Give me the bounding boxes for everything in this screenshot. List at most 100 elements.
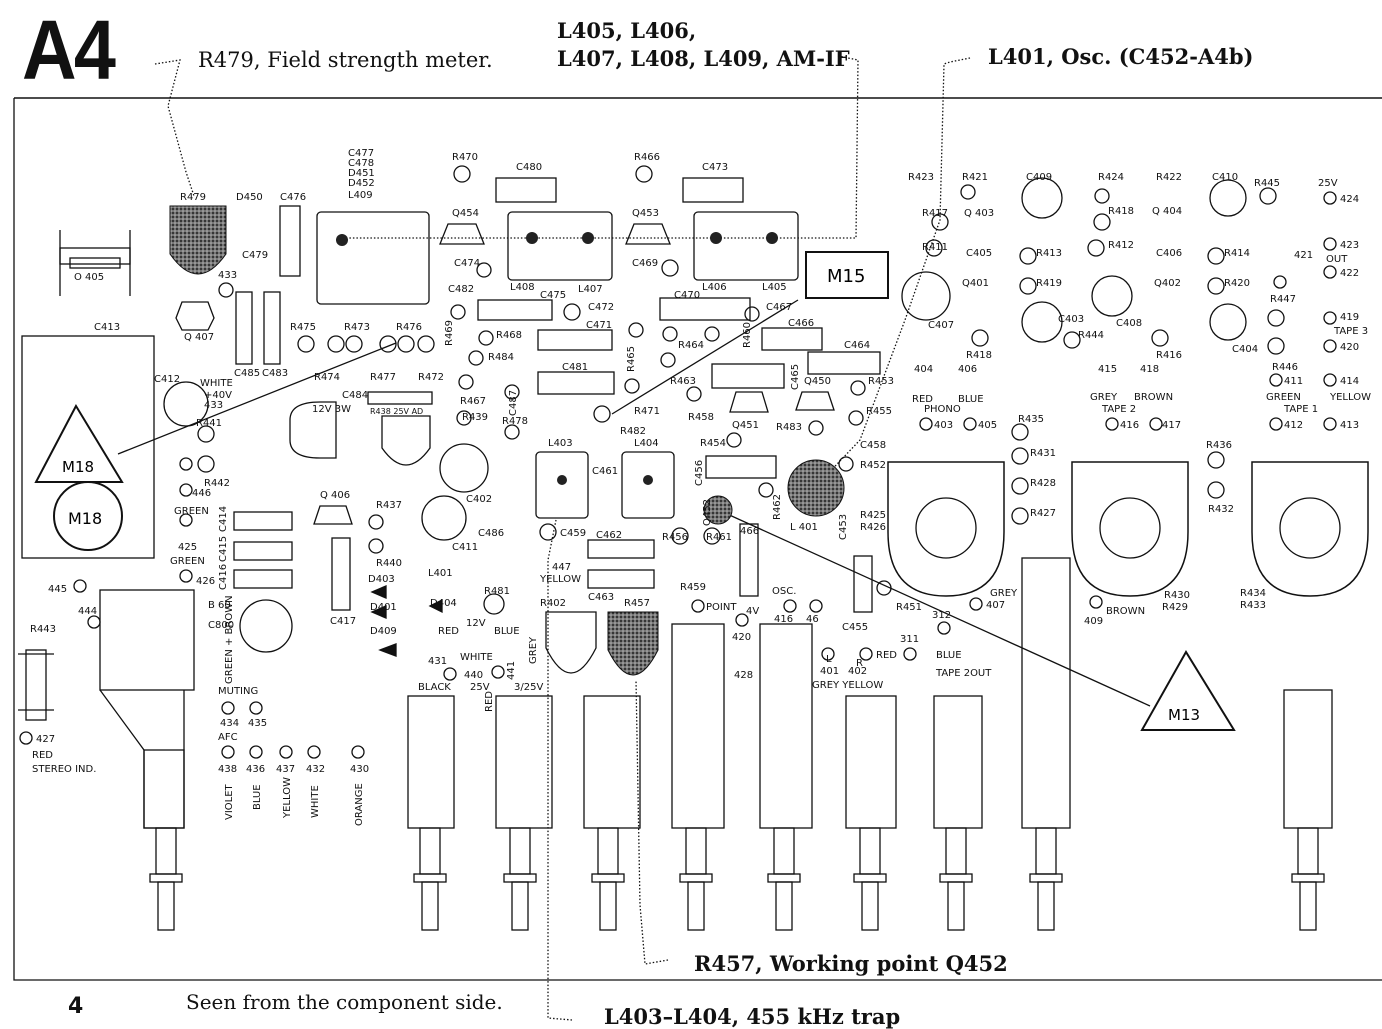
label-red2: RED xyxy=(876,650,897,661)
label-q407: Q 407 xyxy=(184,332,214,343)
socket-phono xyxy=(887,461,1005,597)
label-v40: +40V xyxy=(204,390,232,401)
label-black: BLACK xyxy=(418,682,451,693)
label-c414: C414 xyxy=(218,506,229,532)
label-q453: Q453 xyxy=(632,208,659,219)
label-r466: R466 xyxy=(634,152,660,163)
label-c470: C470 xyxy=(674,290,700,301)
label-white3: WHITE xyxy=(310,785,321,818)
label-c480: C480 xyxy=(516,162,542,173)
m15-label: M15 xyxy=(827,266,865,287)
label-n444: 444 xyxy=(78,606,97,617)
label-r458: R458 xyxy=(688,412,714,423)
label-r470: R470 xyxy=(452,152,478,163)
label-d401: D401 xyxy=(370,602,397,613)
label-c455: C455 xyxy=(842,622,868,633)
label-n420: 420 xyxy=(732,632,751,643)
label-green-brown: GREEN + BROWN xyxy=(224,595,235,684)
label-r457: R457 xyxy=(624,598,650,609)
label-out: OUT xyxy=(1326,254,1348,265)
label-n436: 436 xyxy=(246,764,265,775)
label-c453: C453 xyxy=(838,514,849,540)
label-c409: C409 xyxy=(1026,172,1052,183)
label-n446: 446 xyxy=(192,488,211,499)
label-n402: 402 xyxy=(848,666,867,677)
label-r418a: R418 xyxy=(1108,206,1134,217)
label-r464: R464 xyxy=(678,340,704,351)
label-yellow2: YELLOW xyxy=(282,777,293,819)
label-n415: 415 xyxy=(1098,364,1117,375)
label-r427: R427 xyxy=(1030,508,1056,519)
label-c467: C467 xyxy=(766,302,792,313)
label-r476: R476 xyxy=(396,322,422,333)
label-n432: 432 xyxy=(306,764,325,775)
label-r443: R443 xyxy=(30,624,56,635)
label-r445: R445 xyxy=(1254,178,1280,189)
label-q404: Q 404 xyxy=(1152,206,1182,217)
label-c800: C800 xyxy=(208,620,234,631)
label-violet: VIOLET xyxy=(224,783,235,820)
label-red3: RED xyxy=(32,750,53,761)
label-blue1: BLUE xyxy=(494,626,520,637)
label-v3-25: 3/25V xyxy=(514,682,543,693)
label-c405: C405 xyxy=(966,248,992,259)
label-d404: D404 xyxy=(430,598,457,609)
label-c464: C464 xyxy=(844,340,870,351)
knob-shafts xyxy=(149,827,1325,931)
label-c486: C486 xyxy=(478,528,504,539)
label-r459: R459 xyxy=(680,582,706,593)
label-c415: C415 xyxy=(218,536,229,562)
label-n430: 430 xyxy=(350,764,369,775)
label-l406: L406 xyxy=(702,282,727,293)
label-c485: C485 xyxy=(234,368,260,379)
leader-l403 xyxy=(547,519,573,1021)
m18-triangle-label: M18 xyxy=(62,458,94,476)
socket-tape2 xyxy=(1071,461,1189,597)
label-r482: R482 xyxy=(620,426,646,437)
label-r426: R426 xyxy=(860,522,886,533)
label-n428: 428 xyxy=(734,670,753,681)
label-r447: R447 xyxy=(1270,294,1296,305)
label-q452: Q452 xyxy=(702,499,713,526)
label-r424: R424 xyxy=(1098,172,1124,183)
label-q454: Q454 xyxy=(452,208,479,219)
label-l401b: L401 xyxy=(428,568,453,579)
label-grey-yellow: GREY YELLOW xyxy=(812,680,883,691)
m18-circle xyxy=(53,481,123,551)
label-c410: C410 xyxy=(1212,172,1238,183)
socket-tape1 xyxy=(1251,461,1369,597)
label-n406: 406 xyxy=(958,364,977,375)
callout-r479-field-strength: R479, Field strength meter. xyxy=(198,48,493,72)
label-r454: R454 xyxy=(700,438,726,449)
label-r430: R430 xyxy=(1164,590,1190,601)
label-c462: C462 xyxy=(596,530,622,541)
label-c471: C471 xyxy=(586,320,612,331)
label-d450: D450 xyxy=(236,192,263,203)
label-r475: R475 xyxy=(290,322,316,333)
label-q402: Q402 xyxy=(1154,278,1181,289)
label-n441: 441 xyxy=(506,661,517,680)
label-q451: Q451 xyxy=(732,420,759,431)
label-n416b: 416 xyxy=(1120,420,1139,431)
label-c406: C406 xyxy=(1156,248,1182,259)
label-v25b: 25V xyxy=(1318,178,1338,189)
label-q403: Q 403 xyxy=(964,208,994,219)
label-tape2out: TAPE 2OUT xyxy=(935,668,992,679)
label-c456: C456 xyxy=(694,460,705,486)
callout-am-if-line2: L407, L408, L409, AM-IF xyxy=(557,46,850,71)
leader-l401 xyxy=(819,57,971,483)
section-code: A4 xyxy=(22,3,116,97)
label-r474: R474 xyxy=(314,372,340,383)
label-c478: C478 xyxy=(348,158,374,169)
leader-r457 xyxy=(635,679,669,965)
label-r421: R421 xyxy=(962,172,988,183)
label-n416: 416 xyxy=(774,614,793,625)
callout-l403-trap: L403–L404, 455 kHz trap xyxy=(604,1004,901,1029)
label-n419: 419 xyxy=(1340,312,1359,323)
label-c465: C465 xyxy=(790,364,801,390)
label-brown1: BROWN xyxy=(1134,392,1173,403)
label-c484: C484 xyxy=(342,390,368,401)
label-c416: C416 xyxy=(218,564,229,590)
label-c483: C483 xyxy=(262,368,288,379)
